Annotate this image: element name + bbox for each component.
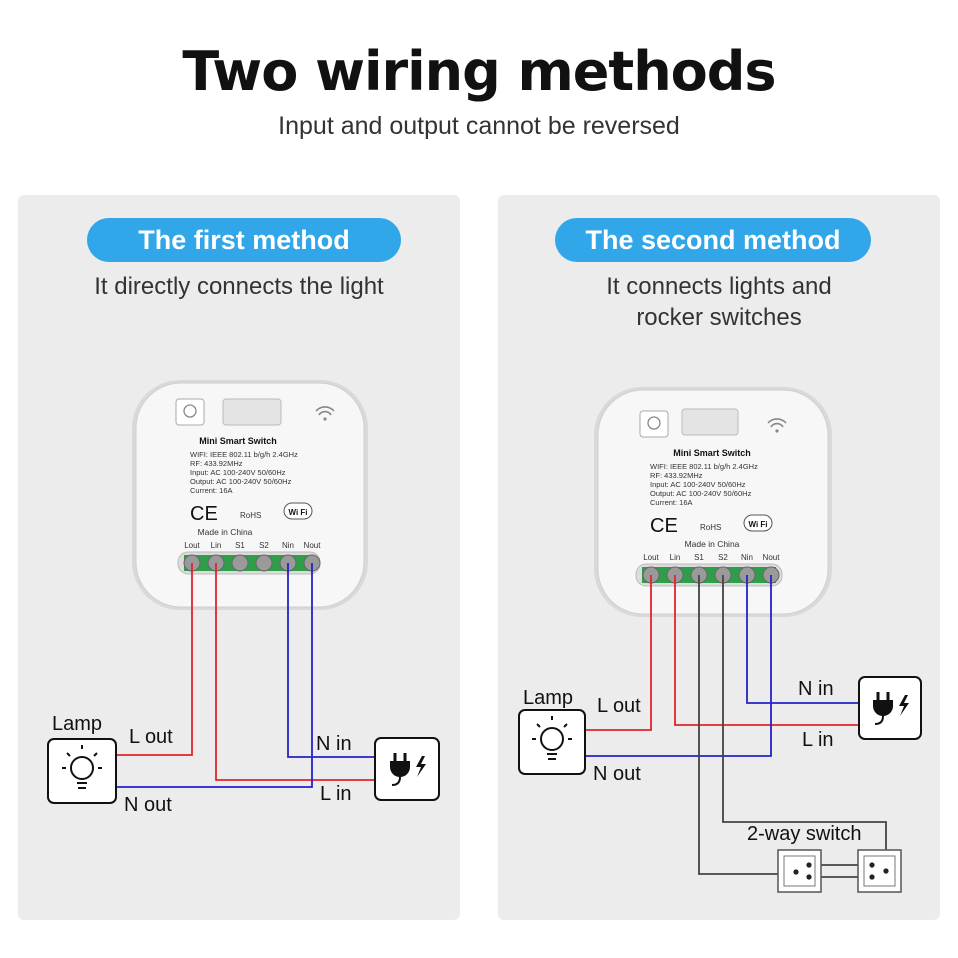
wire-l-out xyxy=(579,575,652,731)
device-spec-input: Input: AC 100-240V 50/60Hz xyxy=(650,480,746,489)
method-one-diagram: Mini Smart Switch WIFI: IEEE 802.11 b/g/… xyxy=(47,380,440,816)
device-spec-output: Output: AC 100-240V 50/60Hz xyxy=(190,477,292,486)
terminal-s2: S2 xyxy=(718,553,728,562)
device-button xyxy=(222,398,282,426)
wire-l-out xyxy=(116,563,193,756)
svg-text:Wi Fi: Wi Fi xyxy=(748,520,767,529)
wire-n-out xyxy=(579,575,772,757)
wiring xyxy=(579,575,887,878)
lamp-icon xyxy=(47,738,117,804)
power-plug-icon xyxy=(858,676,922,740)
bulb-indicator-icon xyxy=(639,410,669,438)
rohs-mark: RoHS xyxy=(700,523,721,532)
ce-mark: CE xyxy=(650,515,678,537)
terminal-s1: S1 xyxy=(235,541,245,550)
terminal-lin: Lin xyxy=(670,553,681,562)
terminal-s2: S2 xyxy=(259,541,269,550)
made-in-china: Made in China xyxy=(198,527,253,537)
device-spec-input: Input: AC 100-240V 50/60Hz xyxy=(190,468,286,477)
wifi-badge xyxy=(743,514,773,532)
wire-n-out xyxy=(116,563,313,788)
method-two-panel: The second method It connects lights and… xyxy=(498,195,940,920)
terminal-nout: Nout xyxy=(763,553,781,562)
device-spec-rf: RF: 433.92MHz xyxy=(650,471,703,480)
device-spec-wifi: WIFI: IEEE 802.11 b/g/h 2.4GHz xyxy=(190,450,298,459)
rohs-mark: RoHS xyxy=(240,511,261,520)
n-in-label: N in xyxy=(316,733,352,755)
device-spec-rf: RF: 433.92MHz xyxy=(190,459,243,468)
made-in-china: Made in China xyxy=(685,539,740,549)
wire-s2 xyxy=(722,575,887,860)
lamp-label: Lamp xyxy=(52,713,102,735)
lamp-label: Lamp xyxy=(523,687,573,709)
method-one-description: It directly connects the light xyxy=(94,273,384,300)
wiring xyxy=(116,563,375,788)
method-two-description-line1: It connects lights and xyxy=(606,273,832,300)
lamp-icon xyxy=(518,709,586,775)
wire-n-in xyxy=(287,563,375,758)
n-out-label: N out xyxy=(593,763,641,785)
svg-text:Wi Fi: Wi Fi xyxy=(288,508,307,517)
device-spec-wifi: WIFI: IEEE 802.11 b/g/h 2.4GHz xyxy=(650,462,758,471)
wifi-icon xyxy=(315,406,335,421)
device-spec-current: Current: 16A xyxy=(650,498,693,507)
wire-s1 xyxy=(698,575,778,875)
device-spec-output: Output: AC 100-240V 50/60Hz xyxy=(650,489,752,498)
wifi-badge xyxy=(283,502,313,520)
terminal-nout: Nout xyxy=(304,541,322,550)
n-in-label: N in xyxy=(798,678,834,700)
wire-l-in xyxy=(674,575,859,726)
rocker-switch-icon xyxy=(857,849,902,893)
smart-switch-device: Mini Smart Switch WIFI: IEEE 802.11 b/g/… xyxy=(594,387,832,617)
terminal-nin: Nin xyxy=(741,553,753,562)
terminal-lout: Lout xyxy=(184,541,200,550)
terminal-lout: Lout xyxy=(643,553,659,562)
ce-mark: CE xyxy=(190,503,218,525)
method-one-pill: The first method xyxy=(87,218,401,262)
method-two-pill: The second method xyxy=(555,218,871,262)
device-name: Mini Smart Switch xyxy=(673,448,751,458)
l-out-label: L out xyxy=(129,726,173,748)
page-subtitle: Input and output cannot be reversed xyxy=(278,112,680,140)
l-out-label: L out xyxy=(597,695,641,717)
wire-l-in xyxy=(215,563,375,781)
method-two-diagram: Mini Smart Switch WIFI: IEEE 802.11 b/g/… xyxy=(518,387,922,893)
two-way-switch-label: 2-way switch xyxy=(747,823,861,845)
method-two-description: It connects lights and rocker switches xyxy=(498,271,940,333)
bulb-indicator-icon xyxy=(175,398,205,426)
rocker-switch-icon xyxy=(777,849,822,893)
device-spec-current: Current: 16A xyxy=(190,486,233,495)
terminal-nin: Nin xyxy=(282,541,294,550)
terminal-lin: Lin xyxy=(211,541,222,550)
wire-n-in xyxy=(746,575,859,704)
power-plug-icon xyxy=(374,737,440,801)
page-title: Two wiring methods xyxy=(182,40,776,103)
l-in-label: L in xyxy=(320,783,352,805)
method-two-description-line2: rocker switches xyxy=(636,304,802,331)
method-one-panel: The first method It directly connects th… xyxy=(18,195,460,920)
n-out-label: N out xyxy=(124,794,172,816)
device-name: Mini Smart Switch xyxy=(199,436,277,446)
terminal-s1: S1 xyxy=(694,553,704,562)
device-button xyxy=(681,408,739,436)
wifi-icon xyxy=(767,418,787,433)
l-in-label: L in xyxy=(802,729,834,751)
smart-switch-device: Mini Smart Switch WIFI: IEEE 802.11 b/g/… xyxy=(132,380,368,610)
